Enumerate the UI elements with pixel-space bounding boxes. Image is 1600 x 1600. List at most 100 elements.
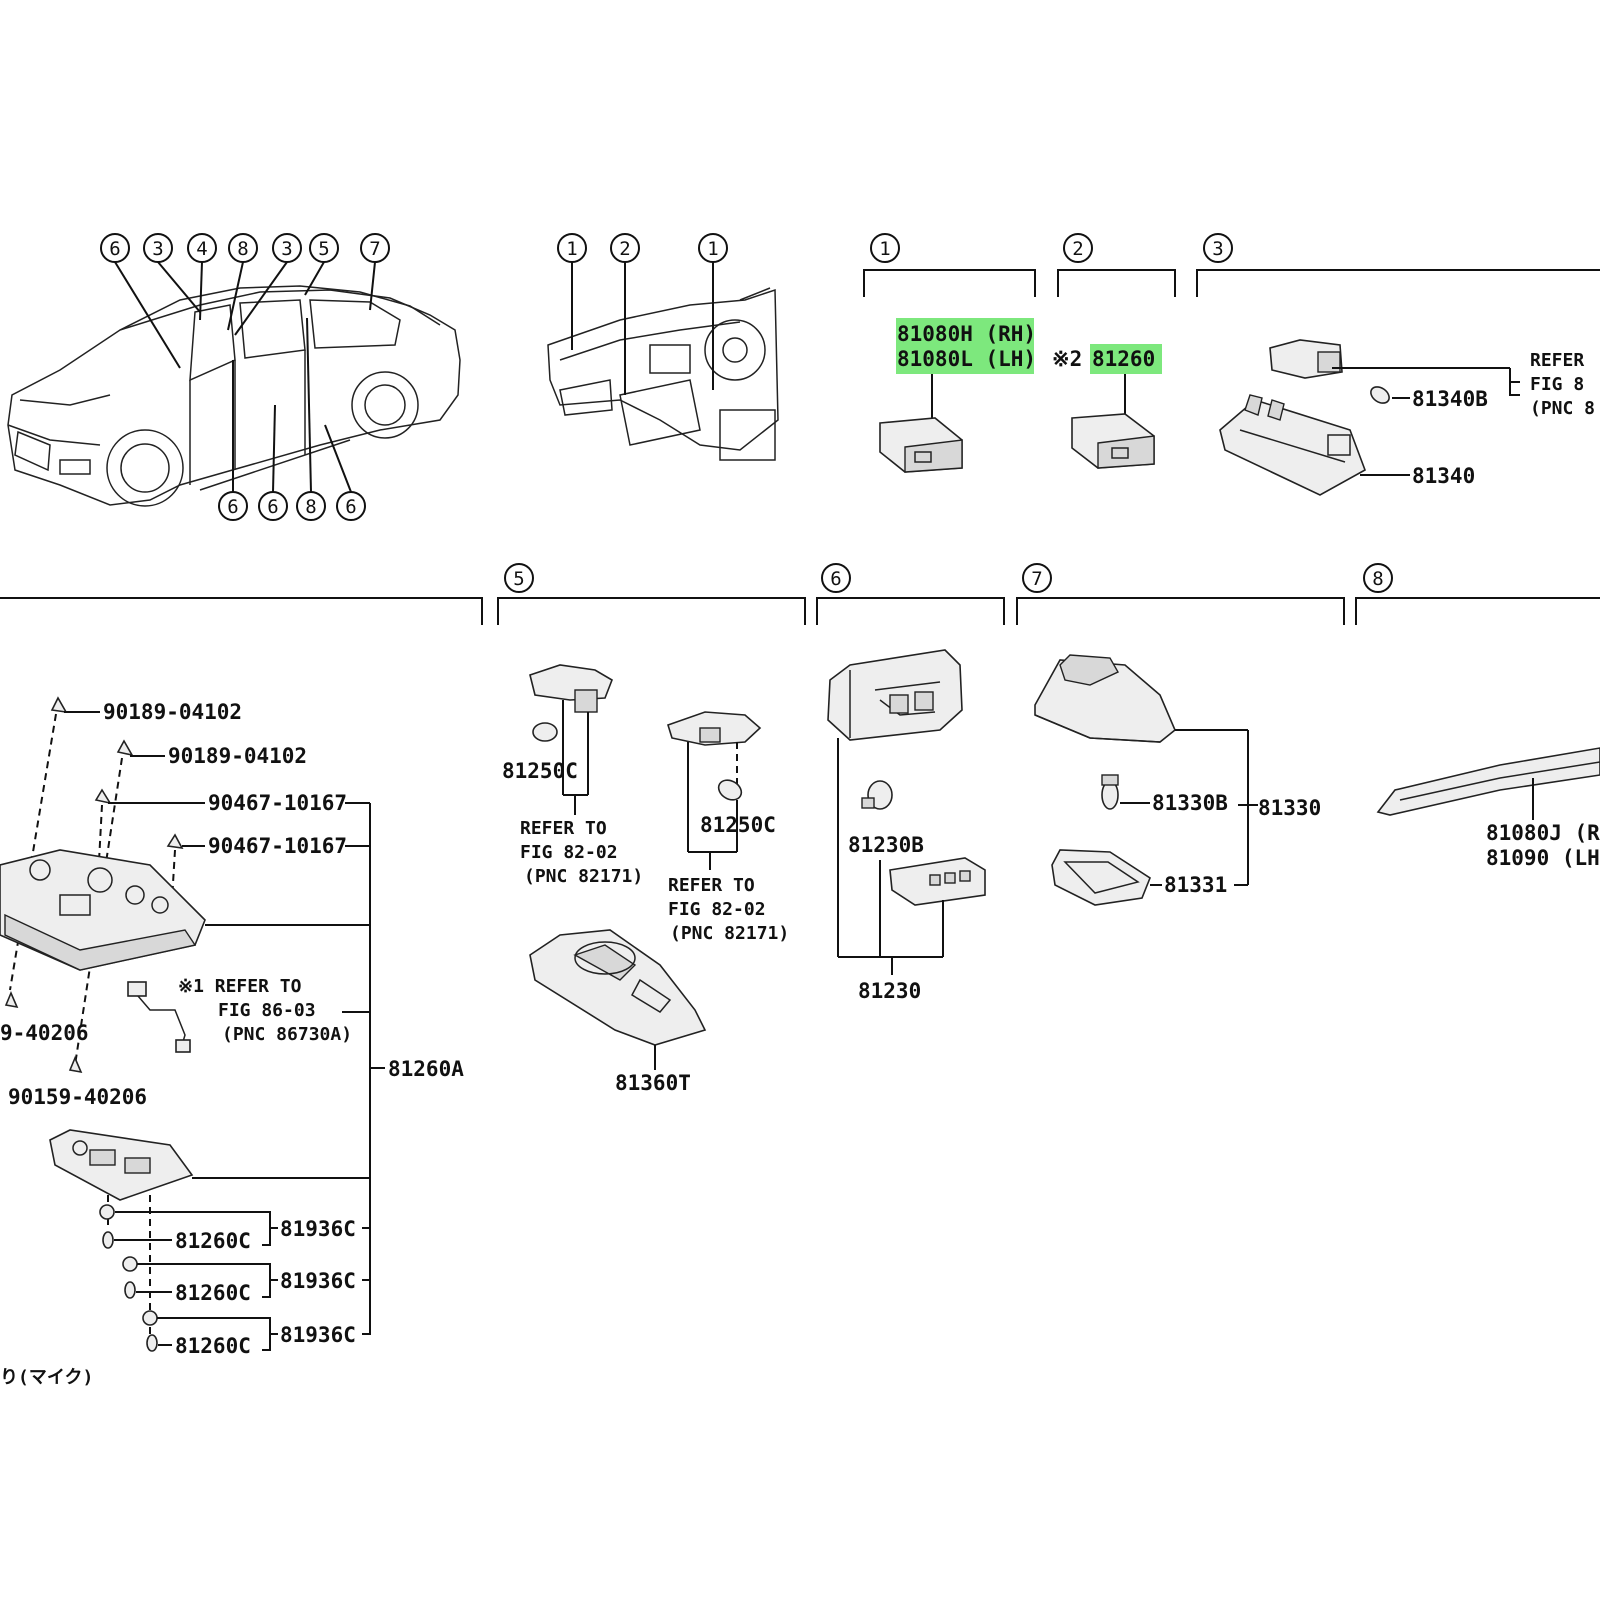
ref-text-g5a-3: (PNC 82171) — [524, 866, 643, 887]
svg-text:6: 6 — [109, 238, 120, 260]
lamp-housing-81360t — [529, 929, 707, 1046]
part-number-90467-10167-b: 90467-10167 — [208, 834, 347, 858]
mic-harness — [127, 981, 191, 1053]
group-6-bracket: 6 — [816, 563, 1005, 625]
car-marker-6d: 6 — [324, 424, 366, 521]
svg-text:7: 7 — [1031, 568, 1042, 590]
ref-text-g5b-1: REFER TO — [668, 875, 755, 896]
car-marker-8b: 8 — [296, 317, 326, 521]
ref-text-g3-2: FIG 8 — [1530, 374, 1584, 395]
part-number-81340b: 81340B — [1412, 387, 1488, 411]
part-number-81360t: 81360T — [615, 1071, 691, 1095]
group-4: 90189-04102 90189-04102 90467-10167 9046… — [0, 696, 464, 1388]
step-light — [1376, 747, 1600, 816]
svg-text:6: 6 — [267, 496, 278, 518]
car-marker-3b: 3 — [234, 233, 302, 336]
group-2-marker — [1063, 233, 1093, 263]
clip-1 — [94, 788, 112, 805]
group-4-bracket — [0, 597, 483, 625]
group-8-bracket: 8 — [1355, 563, 1600, 625]
car-marker-7: 7 — [360, 233, 390, 311]
svg-text:3: 3 — [281, 238, 292, 260]
group-2: 2 ※2 81260 — [1052, 233, 1176, 469]
bulb-81230b — [861, 780, 893, 810]
part-number-81080h: 81080H (RH) — [897, 322, 1036, 346]
part-number-81230: 81230 — [858, 979, 921, 1003]
svg-text:2: 2 — [619, 238, 630, 260]
car-illustration — [7, 285, 461, 507]
dashboard-illustration — [547, 287, 779, 461]
part-number-90189-04102-b: 90189-04102 — [168, 744, 307, 768]
screw-2 — [116, 739, 134, 757]
footer-japanese-note: り(マイク) — [0, 1367, 93, 1388]
part-number-81260c-b: 81260C — [175, 1281, 251, 1305]
highlight-g2 — [1090, 344, 1162, 374]
svg-text:6: 6 — [227, 496, 238, 518]
group-5-bracket: 5 — [497, 563, 806, 625]
part-number-81080l: 81080L (LH) — [897, 347, 1036, 371]
dash-marker-2: 2 — [610, 233, 640, 395]
car-marker-5: 5 — [304, 233, 339, 296]
vanity-socket — [1269, 339, 1343, 379]
svg-text:8: 8 — [305, 496, 316, 518]
part-number-81260: 81260 — [1092, 347, 1155, 371]
part-number-81230b: 81230B — [848, 833, 924, 857]
group-7: 81330B 81330 81331 — [1034, 654, 1321, 906]
group-3: 3 81340B REFER FIG 8 (PNC 8 81340 — [1196, 233, 1600, 496]
part-number-81936c-b: 81936C — [280, 1269, 356, 1293]
dash-marker-1b: 1 — [698, 233, 728, 390]
car-marker-8a: 8 — [227, 233, 258, 331]
part-number-81250c-b: 81250C — [700, 813, 776, 837]
ref-note-g4: ※1 REFER TO — [178, 976, 302, 997]
socket-81230 — [889, 857, 986, 906]
bulb-sockets — [99, 1204, 158, 1352]
part-number-81250c-a: 81250C — [502, 759, 578, 783]
bulb-a — [532, 722, 558, 742]
svg-text:1: 1 — [707, 238, 718, 260]
part-number-81936c-c: 81936C — [280, 1323, 356, 1347]
part-number-81340: 81340 — [1412, 464, 1475, 488]
part-number-81331: 81331 — [1164, 873, 1227, 897]
svg-text:6: 6 — [830, 568, 841, 590]
ref-text-g5b-3: (PNC 82171) — [670, 923, 789, 944]
svg-text:3: 3 — [1212, 238, 1223, 260]
part-number-90467-10167-a: 90467-10167 — [208, 791, 347, 815]
group-1-bracket — [863, 269, 1036, 297]
svg-text:1: 1 — [566, 238, 577, 260]
group-7-bracket: 7 — [1016, 563, 1345, 625]
socket-b — [667, 711, 762, 746]
group-3-marker — [1203, 233, 1233, 263]
svg-text:3: 3 — [152, 238, 163, 260]
car-marker-6a: 6 — [100, 233, 181, 369]
group-2-bracket — [1057, 269, 1176, 297]
personal-lamp — [1034, 654, 1176, 743]
svg-text:2: 2 — [1072, 238, 1083, 260]
screw-1 — [50, 696, 68, 714]
car-marker-6c: 6 — [258, 404, 288, 521]
svg-text:8: 8 — [1372, 568, 1383, 590]
screw-4 — [68, 1055, 83, 1074]
car-marker-4: 4 — [187, 233, 217, 321]
svg-text:4: 4 — [196, 238, 207, 260]
car-marker-6b: 6 — [218, 360, 248, 521]
map-lamp-housing — [0, 849, 206, 971]
lens-81331 — [1051, 849, 1151, 906]
part-number-81260a: 81260A — [388, 1057, 464, 1081]
svg-text:6: 6 — [345, 496, 356, 518]
part-number-81936c-a: 81936C — [280, 1217, 356, 1241]
car-marker-3a: 3 — [143, 233, 201, 313]
vanity-bulb — [1370, 386, 1390, 404]
screw-3 — [4, 990, 19, 1009]
highlight-g1 — [896, 318, 1034, 374]
svg-text:7: 7 — [369, 238, 380, 260]
svg-text:1: 1 — [879, 238, 890, 260]
bulb-81330b — [1101, 774, 1119, 810]
ref-text-g5a-2: FIG 82-02 — [520, 842, 618, 863]
svg-text:5: 5 — [513, 568, 524, 590]
dash-markers: 1 2 1 — [557, 233, 728, 395]
group-5: 81250C REFER TO FIG 82-02 (PNC 82171) 81… — [502, 664, 789, 1095]
ref-text-g3-1: REFER — [1530, 350, 1584, 371]
map-lamp-inner — [49, 1129, 194, 1201]
svg-text:8: 8 — [237, 238, 248, 260]
